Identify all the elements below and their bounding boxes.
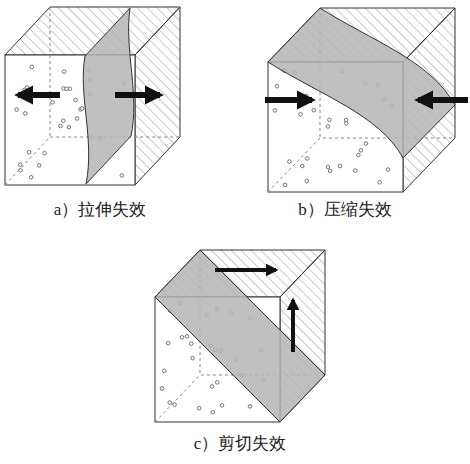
particle-dot [29,176,33,180]
particle-dot [378,180,382,184]
particle-dot [275,84,279,88]
particle-dot [61,119,65,123]
particle-dot [43,151,47,155]
particle-dot [37,164,41,168]
particle-dot [74,98,78,102]
shear-cube [155,250,325,422]
particle-dot [67,125,71,129]
particle-dot [328,169,332,173]
particle-dot [300,164,304,168]
particle-dot [353,169,357,173]
shear-arrow [215,268,276,272]
particle-dot [18,163,22,167]
particle-dot [51,101,55,105]
particle-dot [326,125,330,129]
particle-dot [59,124,63,128]
particle-dot [288,160,292,164]
particle-dot [357,153,361,157]
figure-caption: a）拉伸失效 [54,200,147,220]
particle-dot [185,335,189,339]
particle-dot [299,113,303,117]
particle-dot [364,142,368,146]
particle-dot [160,387,164,391]
particle-dot [120,174,124,178]
particle-dot [220,404,224,408]
particle-dot [197,406,201,410]
particle-dot [27,150,31,154]
compression-arrow [418,97,468,103]
particle-dot [344,122,348,126]
particle-dot [359,149,363,153]
particle-dot [305,179,309,183]
particle-dot [23,112,27,116]
particle-dot [62,70,66,74]
particle-dot [326,165,330,169]
particle-dot [191,356,195,360]
particle-dot [15,108,19,112]
compression-arrow [265,97,312,103]
shear-arrow [291,300,295,352]
particle-dot [273,109,277,113]
particle-dot [80,107,84,111]
particle-dot [211,410,215,414]
tension-arrow [115,92,160,98]
particle-dot [168,401,172,405]
particle-dot [180,336,184,340]
particle-dot [30,65,34,69]
figure-caption: c）剪切失效 [194,434,287,454]
tension-arrow [18,92,60,98]
particle-dot [338,164,342,168]
particle-dot [305,157,309,161]
particle-dot [65,87,69,91]
particle-dot [75,117,79,121]
particle-dot [25,86,29,90]
particle-dot [283,183,287,187]
particle-dot [386,168,390,172]
particle-dot [248,405,252,409]
particle-dot [189,342,193,346]
figure-caption: b）压缩失效 [298,200,392,220]
tension-cube [5,7,180,185]
particle-dot [328,118,332,122]
particle-dot [312,108,316,112]
particle-dot [163,369,167,373]
particle-dot [215,381,219,385]
particle-dot [210,385,214,389]
particle-dot [166,341,170,345]
